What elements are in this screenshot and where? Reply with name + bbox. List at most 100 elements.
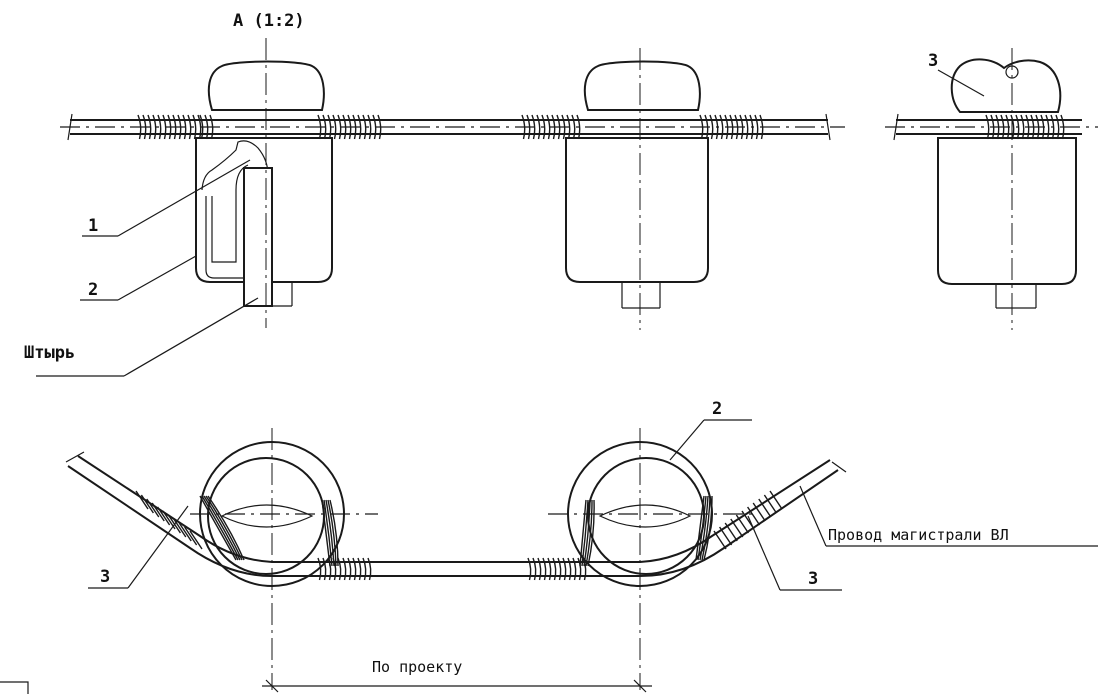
binding-coil [347, 557, 352, 581]
pin-base [995, 284, 1037, 309]
binding-coil [521, 114, 526, 140]
binding-coil [719, 114, 724, 140]
binding-coil [342, 114, 347, 140]
outer-ring [199, 441, 345, 587]
binding-tie [205, 495, 243, 561]
insulator-body [565, 137, 709, 283]
binding-coil [317, 557, 322, 581]
binding-coil [729, 114, 734, 140]
binding-wraps-top [137, 114, 1065, 140]
binding-coil [752, 502, 766, 522]
binding-tie [203, 495, 241, 561]
binding-coil [758, 498, 772, 518]
insulator-body-side [937, 137, 1077, 285]
binding-coil [352, 114, 357, 140]
callout-3-side: 3 [928, 51, 985, 97]
callout-2-label: 2 [88, 280, 98, 300]
binding-tie [699, 495, 709, 561]
view-title: A (1:2) [233, 11, 305, 31]
head-groove [598, 504, 692, 528]
binding-coil [357, 114, 362, 140]
callout-3-right-label: 3 [808, 569, 818, 589]
binding-tie [695, 495, 705, 561]
binding-tie [581, 499, 589, 567]
insulator-side-view [937, 58, 1077, 309]
insulator-head [583, 60, 701, 111]
binding-tie [701, 495, 711, 561]
binding-coil [197, 114, 202, 140]
binding-tie [199, 495, 237, 561]
binding-coil [566, 114, 571, 140]
binding-coil [985, 114, 990, 140]
binding-coil [556, 114, 561, 140]
head-circle [587, 457, 705, 575]
binding-coil [532, 557, 537, 581]
dimension-label: По проекту [372, 658, 462, 676]
binding-coil [759, 114, 764, 140]
binding-coil [582, 557, 587, 581]
binding-coil [749, 114, 754, 140]
binding-coil [1055, 114, 1060, 140]
binding-coil [739, 114, 744, 140]
binding-coil [1045, 114, 1050, 140]
pin-label: Штырь [24, 343, 75, 363]
binding-coil [1050, 114, 1055, 140]
binding-coil [1005, 114, 1010, 140]
binding-coil [561, 114, 566, 140]
binding-coil [172, 114, 177, 140]
binding-coil [157, 506, 171, 526]
binding-coil [147, 114, 152, 140]
binding-coil [747, 506, 761, 526]
binding-coil [347, 114, 352, 140]
pin-base [621, 282, 661, 309]
binding-coil [362, 114, 367, 140]
binding-coil [557, 557, 562, 581]
binding-coil [192, 114, 197, 140]
callout-2-plan: 2 [669, 399, 752, 461]
binding-coil [769, 490, 783, 510]
wire-plan-breaks [65, 451, 847, 473]
binding-coil [352, 557, 357, 581]
binding-coil [704, 114, 709, 140]
binding-coil [162, 114, 167, 140]
callout-3-side-label: 3 [928, 51, 938, 71]
binding-coil [537, 557, 542, 581]
main-wire-label: Провод магистрали ВЛ [828, 526, 1009, 544]
binding-coil [1035, 114, 1040, 140]
binding-coil [151, 502, 165, 522]
binding-coil [552, 557, 557, 581]
callout-pin: Штырь [24, 297, 259, 377]
binding-coil [567, 557, 572, 581]
insulator-mid-elevation [565, 60, 709, 309]
binding-coil [178, 522, 192, 542]
callout-3-left-label: 3 [100, 567, 110, 587]
binding-tie [703, 495, 713, 561]
frame-corner [0, 681, 29, 694]
binding-coil [576, 114, 581, 140]
binding-coil [562, 557, 567, 581]
wire-plan-edge-inner [77, 455, 831, 563]
binding-coil [140, 494, 154, 514]
binding-coil [152, 114, 157, 140]
binding-coil [167, 114, 172, 140]
binding-coil [577, 557, 582, 581]
binding-coil [995, 114, 1000, 140]
binding-tie [201, 495, 239, 561]
callout-3-left: 3 [88, 505, 189, 589]
binding-coil [327, 114, 332, 140]
binding-coil [719, 526, 733, 546]
binding-coil [322, 114, 327, 140]
binding-coil [990, 114, 995, 140]
binding-coil [709, 114, 714, 140]
insulator-cavity [201, 140, 269, 282]
dimension-ticks [265, 679, 647, 693]
binding-tie [207, 495, 245, 561]
binding-coil [542, 557, 547, 581]
insulator-left-elevation [195, 60, 333, 307]
binding-coil [357, 557, 362, 581]
binding-coil [551, 114, 556, 140]
callout-2-plan-label: 2 [712, 399, 722, 419]
binding-coil [367, 557, 372, 581]
